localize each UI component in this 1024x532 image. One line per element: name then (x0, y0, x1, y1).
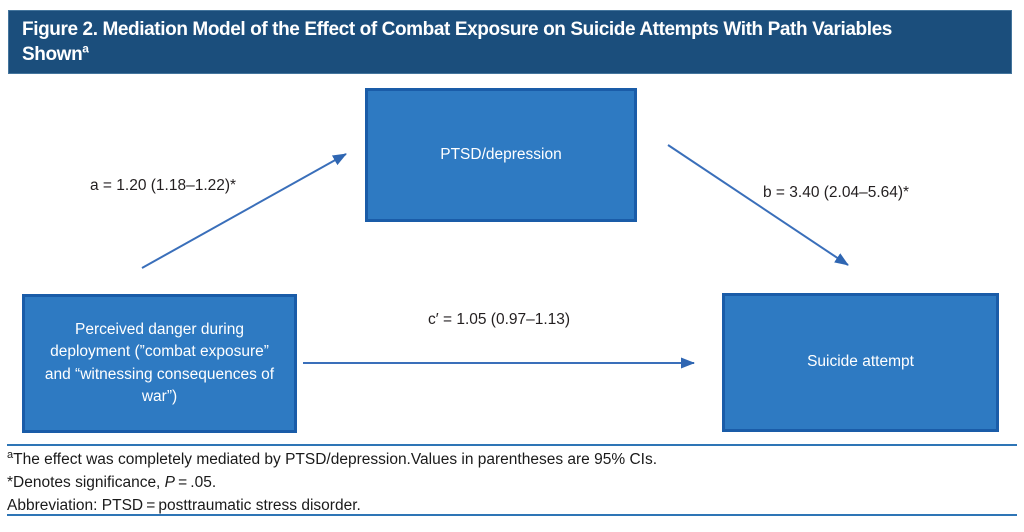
path-b-coefficient-label: b = 3.40 (2.04–5.64)* (763, 184, 910, 201)
footnote-abbreviation: Abbreviation: PTSD = posttraumatic stres… (7, 497, 361, 514)
footnote-significance-p: P (164, 474, 176, 491)
footnote-significance-prefix: *Denotes significance, (7, 474, 165, 491)
path-a-coefficient-label: a = 1.20 (1.18–1.22)* (90, 177, 237, 194)
figure-title-bar: Figure 2. Mediation Model of the Effect … (8, 10, 1012, 74)
node-mediator-ptsd-depression: PTSD/depression (365, 88, 637, 222)
figure-title-line2: Shown (22, 44, 83, 65)
footnote-a-superscript: a (7, 448, 14, 461)
path-c-prime-coefficient-label: c′ = 1.05 (0.97–1.13) (428, 311, 571, 328)
footnote-divider-bottom (7, 514, 1017, 516)
figure-title-line1: Figure 2. Mediation Model of the Effect … (22, 19, 892, 40)
node-predictor-perceived-danger: Perceived danger during deployment (”com… (22, 294, 297, 433)
node-predictor-label: Perceived danger during deployment (”com… (44, 320, 275, 405)
arrow-path-a (141, 153, 347, 269)
node-mediator-label: PTSD/depression (440, 145, 562, 163)
footnote-divider-top (7, 444, 1017, 446)
node-outcome-label: Suicide attempt (807, 353, 914, 371)
figure-title: Figure 2. Mediation Model of the Effect … (9, 11, 1011, 73)
node-outcome-suicide-attempt: Suicide attempt (722, 293, 999, 432)
arrow-path-b (667, 144, 849, 266)
figure-title-superscript: a (82, 41, 89, 56)
footnote-mediation: aThe effect was completely mediated by P… (7, 448, 1007, 471)
footnote-significance: *Denotes significance, P = .05. (7, 471, 1007, 494)
footnote-a-text: The effect was completely mediated by PT… (13, 451, 657, 468)
figure-footnotes: aThe effect was completely mediated by P… (7, 448, 1007, 517)
footnote-significance-suffix: = .05. (175, 474, 217, 491)
